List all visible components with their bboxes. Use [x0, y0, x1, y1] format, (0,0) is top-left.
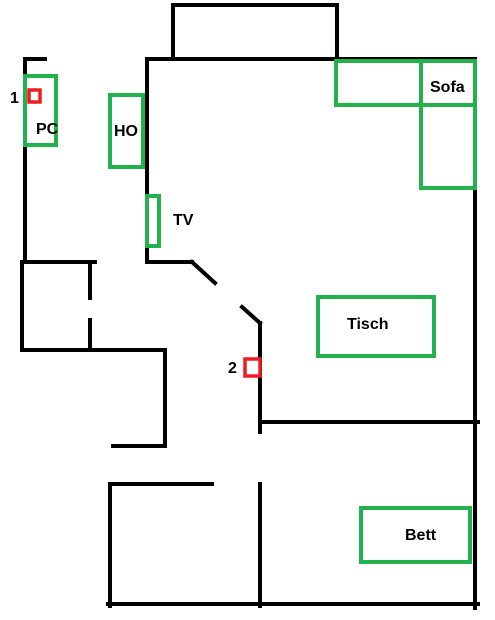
door-leaf-2	[239, 304, 263, 326]
tisch-label: Tisch	[347, 316, 389, 333]
bett-label: Bett	[405, 527, 437, 544]
wall-top-alcove	[171, 3, 339, 59]
ho-cabinet	[108, 93, 145, 169]
pc-label: PC	[36, 121, 59, 138]
furniture	[23, 59, 477, 564]
door-leaf-1	[189, 259, 218, 286]
sofa-vertical	[419, 59, 477, 190]
pc-desk	[23, 74, 58, 147]
tv-stand	[145, 194, 161, 248]
sofa-label: Sofa	[430, 79, 465, 96]
marker-2-box	[243, 357, 262, 378]
marker-2-label: 2	[228, 360, 237, 377]
tv-label: TV	[173, 212, 194, 229]
bett-bed	[359, 506, 472, 564]
tisch-table	[316, 295, 436, 358]
ho-label: HO	[114, 123, 138, 140]
walls	[20, 3, 480, 610]
marker-1-box	[27, 88, 42, 104]
marker-1-label: 1	[10, 90, 19, 107]
